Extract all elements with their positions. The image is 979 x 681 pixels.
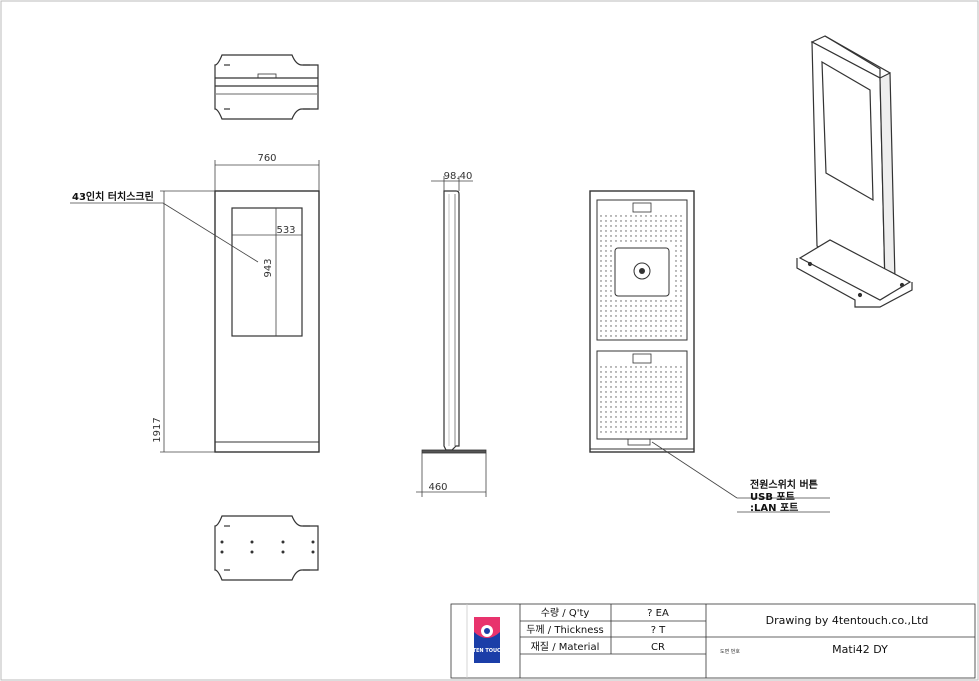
rear-callout-line1: 전원스위치 버튼 [750, 478, 818, 491]
bottom-view [214, 515, 319, 581]
top-view [214, 54, 319, 120]
dim-base-depth: 460 [428, 482, 447, 493]
rear-callout-line3: :LAN 포트 [750, 502, 798, 514]
screen-area [231, 207, 303, 337]
logo-text: 4TEN TOUCH [469, 648, 505, 654]
drawing-number: Mati42 DY [832, 643, 888, 656]
front-view: 760 533 943 1917 43인치 터치스크린 [70, 153, 320, 453]
rear-perforations [600, 215, 682, 433]
rear-view: 전원스위치 버튼 USB 포트 :LAN 포트 [589, 190, 830, 514]
drawing-number-label: 도면 번호 [720, 648, 740, 655]
thickness-value: ? T [651, 625, 666, 636]
dim-side-depth: 98.40 [444, 171, 473, 182]
material-label: 재질 / Material [531, 641, 600, 653]
dim-total-height: 1917 [152, 417, 163, 442]
port-panel [627, 438, 651, 446]
qty-label: 수량 / Q'ty [541, 607, 590, 619]
fan-icon [633, 262, 651, 280]
dim-screen-height: 943 [263, 258, 274, 277]
title-block [450, 603, 976, 679]
logo: 4TEN TOUCH [469, 617, 505, 663]
dim-screen-width: 533 [276, 225, 295, 236]
isometric-view [796, 35, 913, 308]
rear-callout-line2: USB 포트 [750, 491, 795, 503]
qty-value: ? EA [647, 608, 669, 619]
company-name: Drawing by 4tentouch.co.,Ltd [766, 614, 929, 627]
thickness-label: 두께 / Thickness [526, 624, 604, 636]
screen-callout-label: 43인치 터치스크린 [72, 190, 154, 203]
side-view: 98.40 460 [416, 171, 487, 497]
dim-top-width: 760 [257, 153, 276, 164]
material-value: CR [651, 642, 665, 653]
